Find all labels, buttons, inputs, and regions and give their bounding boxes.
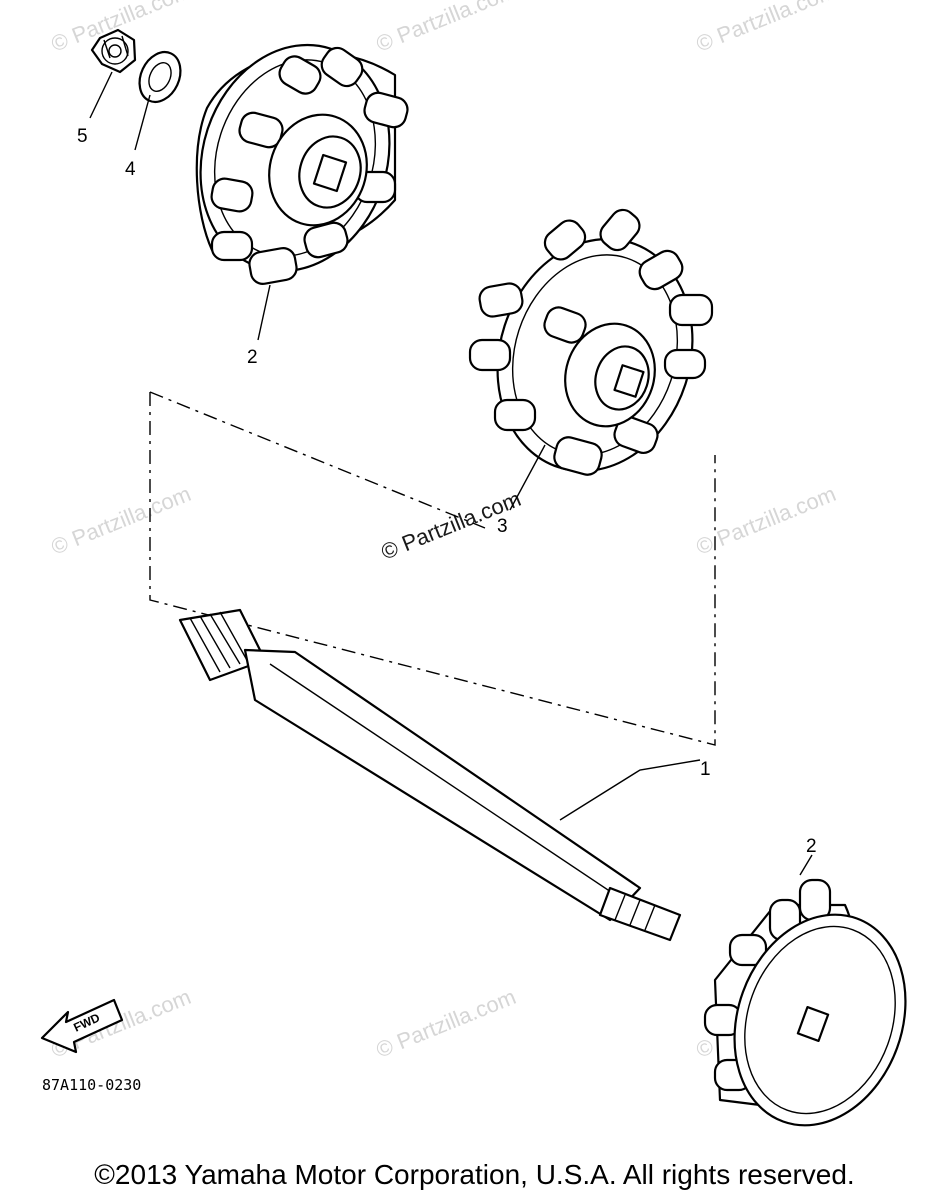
callout-3: 3 — [497, 516, 508, 537]
part-washer — [138, 51, 182, 103]
part-drive-shaft — [178, 608, 682, 942]
assembly-outline-top — [149, 391, 486, 529]
watermark: © Partzilla.com — [48, 481, 195, 560]
watermark: © Partzilla.com — [693, 0, 840, 57]
callout-2-bottom: 2 — [806, 836, 817, 857]
drawing-code: 87A110-0230 — [42, 1076, 141, 1094]
assembly-outline — [149, 392, 716, 746]
copyright-notice: ©2013 Yamaha Motor Corporation, U.S.A. A… — [94, 1159, 855, 1190]
callout-1: 1 — [700, 759, 711, 780]
leader-lines — [89, 71, 813, 876]
callout-labels: 5 4 2 3 1 2 — [77, 126, 817, 857]
callout-4: 4 — [125, 159, 136, 180]
part-sprocket-middle — [468, 208, 714, 476]
part-nut — [90, 28, 137, 74]
callout-2-top: 2 — [247, 347, 258, 368]
part-sprocket-top — [195, 43, 409, 285]
part-sprocket-bottom — [703, 878, 907, 1127]
watermark: © Partzilla.com — [373, 0, 520, 57]
watermark-layer: © Partzilla.com © Partzilla.com © Partzi… — [48, 0, 840, 1063]
watermark: © Partzilla.com — [373, 984, 520, 1063]
callout-5: 5 — [77, 126, 88, 147]
